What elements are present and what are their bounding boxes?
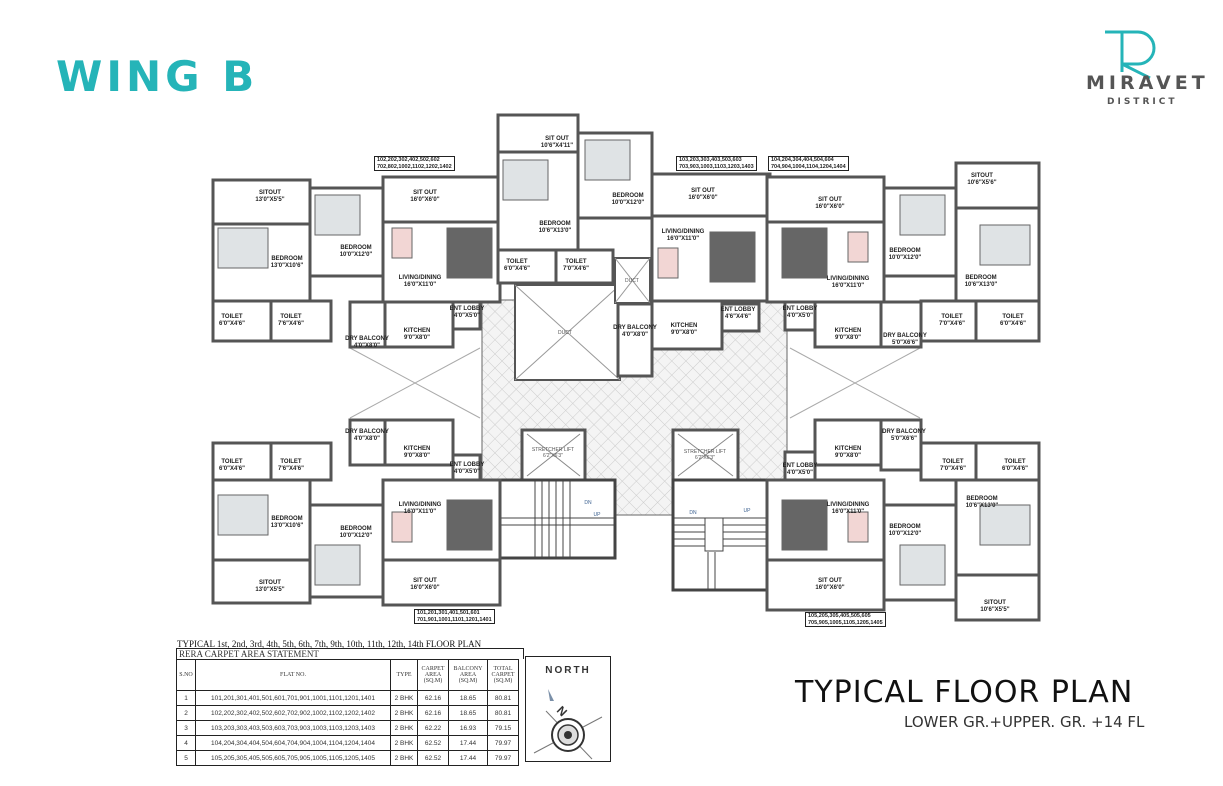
col-flat: FLAT NO. [195, 659, 391, 691]
wing-title: WING B [56, 52, 259, 101]
col-type: TYPE [390, 659, 418, 691]
col-total: TOTAL CARPET (SQ.M) [487, 659, 519, 691]
staircase-left [498, 478, 617, 560]
stair-up-label: UP [743, 508, 751, 514]
plan-subtitle: LOWER GR.+UPPER. GR. +14 FL [904, 713, 1145, 731]
furniture [217, 139, 1031, 586]
north-compass-box: NORTH N [525, 656, 611, 762]
stair-up-label: UP [593, 512, 601, 518]
col-carpet: CARPET AREA (SQ.M) [417, 659, 449, 691]
stair-dn-label: DN [689, 510, 697, 516]
duct-label: DUCT [558, 330, 572, 336]
flat-101-walls [211, 418, 502, 607]
col-sno: S.NO [176, 659, 196, 691]
logo-subtitle: DISTRICT [1107, 97, 1178, 107]
logo-name: MIRAVET [1086, 72, 1209, 94]
plan-title: TYPICAL FLOOR PLAN [795, 675, 1134, 710]
duct-label: DUCT [625, 278, 639, 284]
flat-102-walls [211, 175, 502, 349]
logo-mark-icon [1105, 30, 1156, 80]
stair-dn-label: DN [584, 500, 592, 506]
void-lines [349, 347, 921, 419]
compass-n-letter: N [554, 703, 570, 719]
rera-table: S.NO FLAT NO. TYPE CARPET AREA (SQ.M) BA… [176, 659, 519, 766]
north-label: NORTH [545, 665, 591, 676]
table-heading: TYPICAL 1st, 2nd, 3rd, 4th, 5th, 6th, 7t… [177, 639, 482, 649]
compass-icon: N [533, 689, 603, 760]
col-balcony: BALCONY AREA (SQ.M) [448, 659, 488, 691]
table-caption: RERA CARPET AREA STATEMENT [176, 648, 524, 659]
table-header-row: S.NO FLAT NO. TYPE CARPET AREA (SQ.M) BA… [176, 659, 519, 691]
staircase-right [671, 478, 770, 592]
